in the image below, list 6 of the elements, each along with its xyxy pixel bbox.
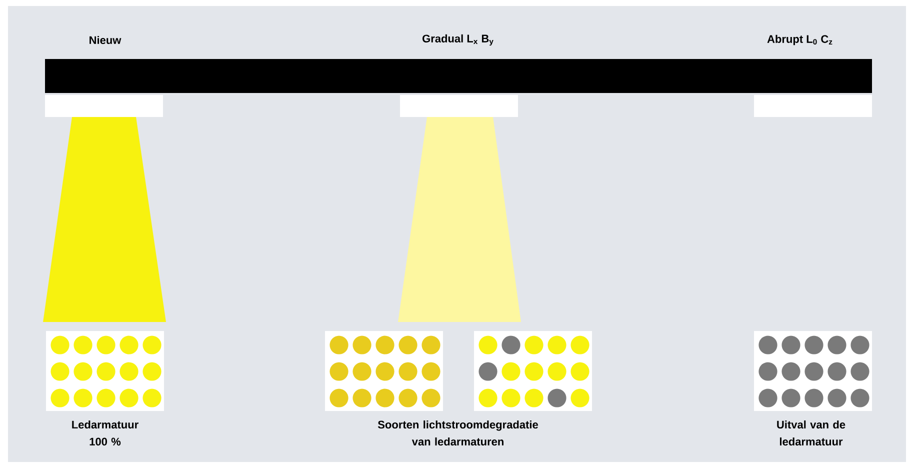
heading-text: Nieuw	[90, 36, 122, 44]
caption-text: Ledarmatuur 100 %	[72, 420, 138, 446]
caption-text: Uitval van de ledarmatuur	[777, 420, 846, 446]
caption-text: Soorten lichtstroomdegradatie van ledarmaturen	[378, 420, 538, 446]
heading-text: Abrupt L$_{0}$ C$_{z}$	[767, 34, 832, 46]
heading-text: Gradual L$_{x}$ B$_{y}$	[422, 34, 494, 46]
